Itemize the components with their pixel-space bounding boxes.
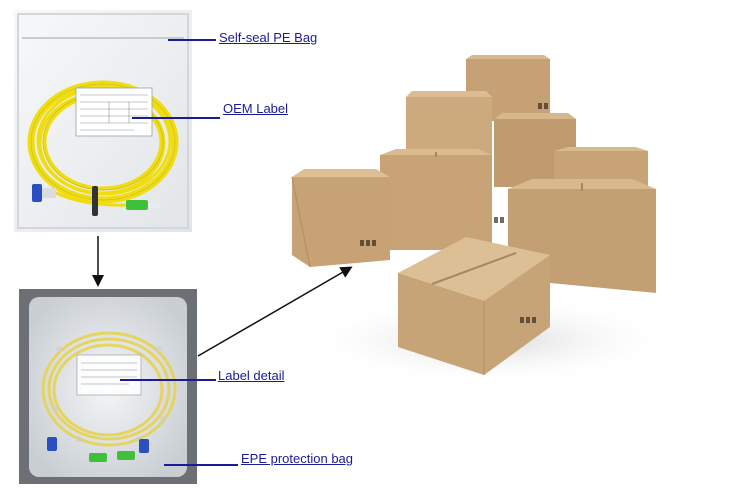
pe-bag-label: Self-seal PE Bag	[219, 30, 318, 45]
label-detail-label: Label detail	[218, 368, 285, 383]
oem-label-label: OEM Label	[223, 101, 289, 116]
carton-boxes-photo	[280, 55, 680, 395]
epe-bag-label: EPE protection bag	[241, 451, 354, 466]
epe-bag-photo	[19, 289, 197, 484]
pe-bag-photo	[14, 10, 192, 232]
diagonal-arrow	[197, 266, 353, 357]
